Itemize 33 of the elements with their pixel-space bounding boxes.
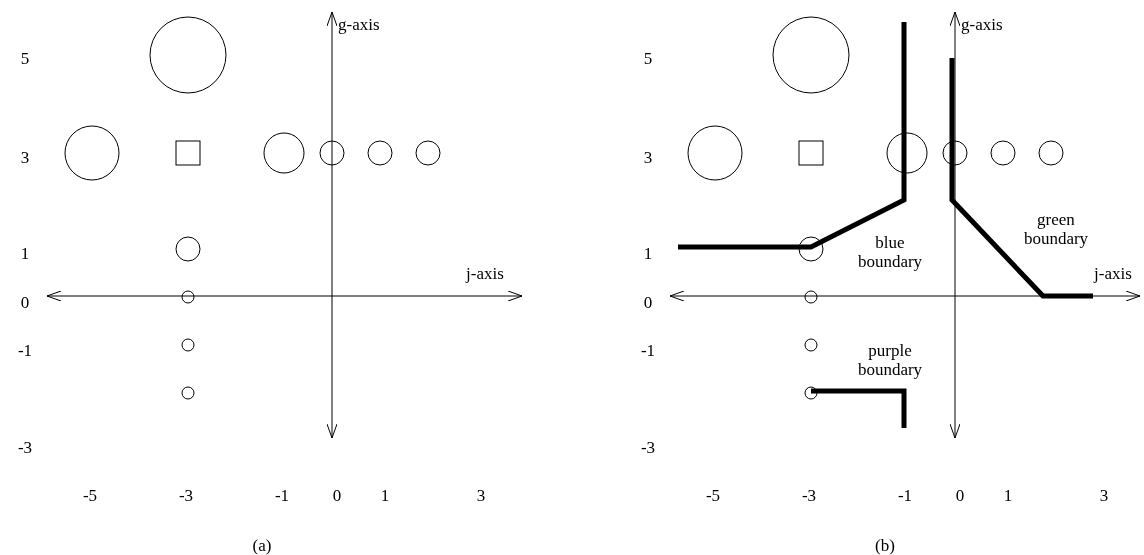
axis-label: j-axis	[1094, 263, 1132, 283]
tick-label: 1	[643, 243, 653, 263]
tick-label: -1	[897, 485, 913, 505]
tick-label: -1	[17, 340, 33, 360]
tick-label: -1	[274, 485, 290, 505]
axis-label: j-axis	[466, 263, 504, 283]
tick-label: -3	[178, 485, 194, 505]
boundary-label: purple boundary	[856, 341, 924, 379]
tick-label: 1	[1003, 485, 1013, 505]
tick-label: -3	[17, 437, 33, 457]
tick-label: -3	[801, 485, 817, 505]
tick-label: 0	[955, 485, 965, 505]
tick-label: 5	[20, 48, 30, 68]
boundary-label: green boundary	[1022, 210, 1090, 248]
tick-label: 3	[20, 147, 30, 167]
panel-caption: (a)	[252, 535, 272, 555]
tick-label: 0	[332, 485, 342, 505]
panel-caption: (b)	[875, 535, 895, 555]
tick-label: 1	[380, 485, 390, 505]
boundary-label: blue boundary	[856, 233, 924, 271]
tick-label: 3	[476, 485, 486, 505]
tick-label: 5	[643, 48, 653, 68]
tick-label: 0	[20, 292, 30, 312]
tick-label: 1	[20, 243, 30, 263]
tick-label: -3	[640, 437, 656, 457]
axis-label: g-axis	[961, 14, 1003, 34]
tick-label: -5	[705, 485, 721, 505]
axis-label: g-axis	[338, 14, 380, 34]
tick-label: 3	[1099, 485, 1109, 505]
tick-label: -5	[82, 485, 98, 505]
tick-label: -1	[640, 340, 656, 360]
tick-label: 0	[643, 292, 653, 312]
tick-label: 3	[643, 147, 653, 167]
